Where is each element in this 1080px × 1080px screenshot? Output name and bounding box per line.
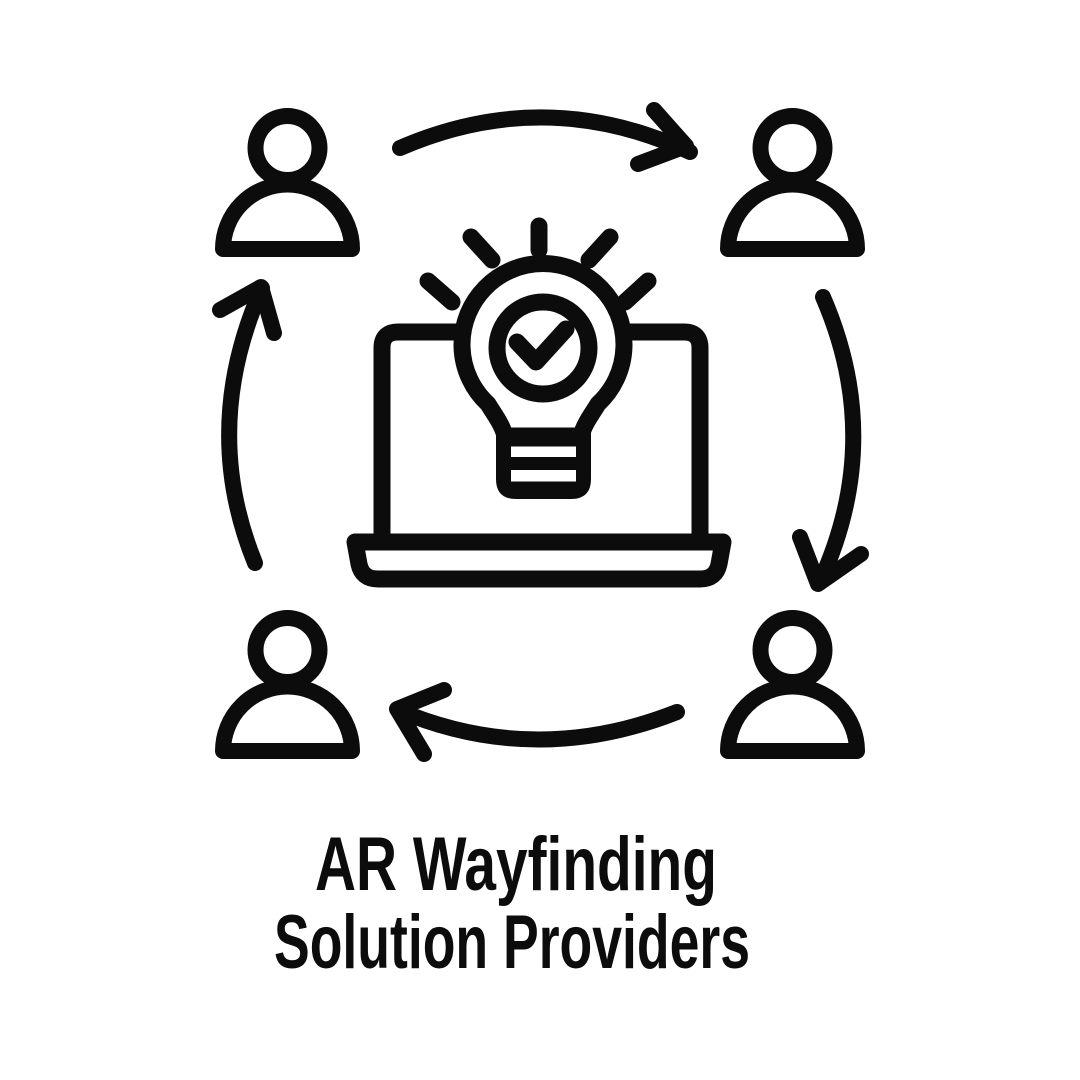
lightbulb-check-icon bbox=[419, 217, 657, 499]
lightbulb-base bbox=[496, 430, 591, 499]
person-icon bbox=[720, 610, 865, 759]
curved-arrow-down-icon bbox=[792, 289, 869, 592]
checkmark-icon bbox=[508, 320, 575, 371]
person-icon bbox=[215, 108, 360, 257]
curved-arrow-up-icon bbox=[212, 279, 282, 571]
title-line-1: AR Wayfinding bbox=[315, 822, 717, 907]
person-icon bbox=[720, 108, 865, 257]
curved-arrow-left-icon bbox=[389, 682, 685, 762]
person-icon bbox=[215, 610, 360, 759]
lightbulb-rays bbox=[419, 217, 657, 311]
title-line-2: Solution Providers bbox=[274, 900, 750, 985]
curved-arrow-right-icon bbox=[392, 102, 698, 172]
